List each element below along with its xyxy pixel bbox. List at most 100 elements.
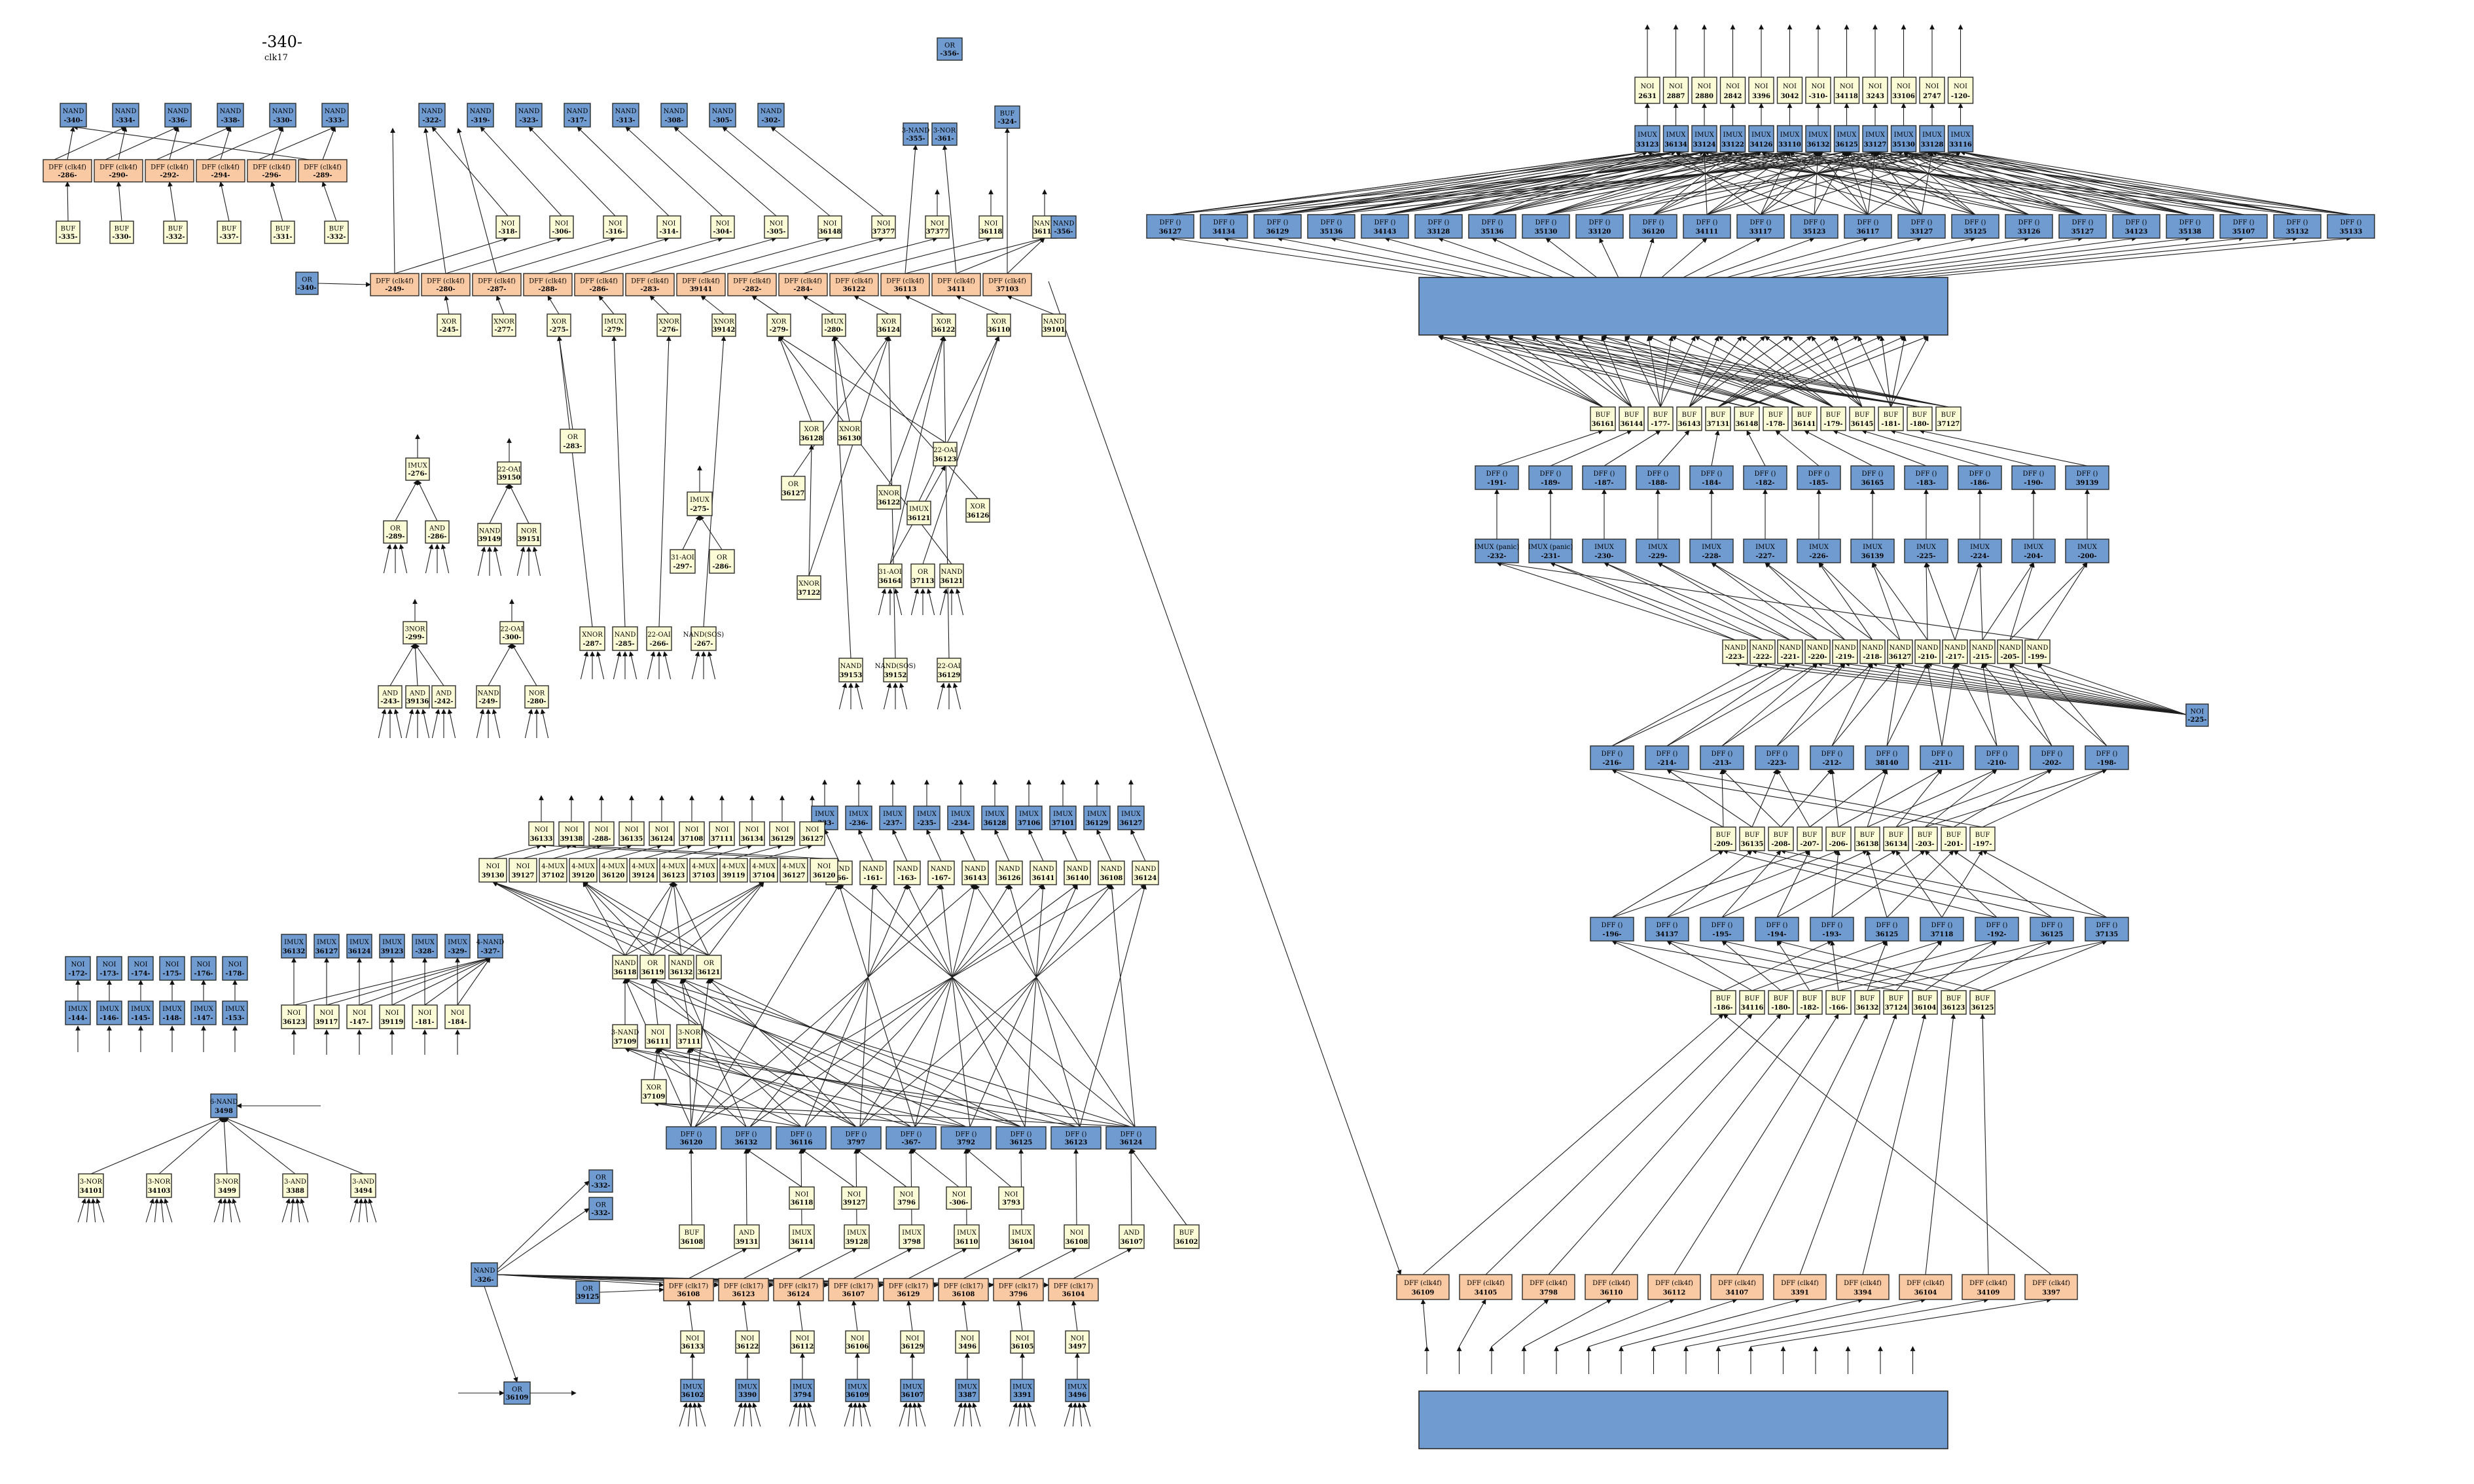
wire bbox=[1750, 1298, 2052, 1347]
wire bbox=[960, 829, 976, 862]
gate-type: NAND bbox=[518, 108, 540, 115]
gate-box bbox=[588, 821, 615, 846]
gate-box bbox=[346, 934, 372, 959]
gate-type: DFF (clk4f) bbox=[1530, 1280, 1568, 1287]
wire bbox=[962, 1402, 968, 1427]
gate-nand-205: NAND-205- bbox=[1997, 639, 2023, 664]
gate-id: 3796 bbox=[1009, 1291, 1028, 1298]
gate-id: -361- bbox=[935, 135, 954, 143]
gate-box bbox=[1907, 406, 1933, 431]
gate-id: 36102 bbox=[1175, 1239, 1198, 1246]
gate-type: DFF (clk4f) bbox=[1718, 1280, 1756, 1287]
wire bbox=[358, 1198, 364, 1223]
gate-nand-330: NAND-330- bbox=[269, 103, 296, 128]
gate-type: XOR bbox=[772, 318, 787, 325]
gate-box bbox=[1805, 77, 1831, 104]
gate-id: -336- bbox=[168, 117, 187, 124]
gate-dff-213: DFF ()-213- bbox=[1700, 745, 1744, 770]
wire bbox=[733, 844, 783, 859]
gate-type: DFF () bbox=[2096, 751, 2118, 758]
gate-box bbox=[1253, 214, 1302, 239]
gate-id: -148- bbox=[162, 1015, 181, 1022]
wire bbox=[1760, 150, 1962, 215]
gate-id: -176- bbox=[194, 970, 213, 978]
wire bbox=[270, 181, 283, 222]
gate-id: 36164 bbox=[879, 578, 902, 585]
gate-buf-180: BUF-180- bbox=[1768, 990, 1794, 1015]
gate-type: IMUX bbox=[131, 1006, 151, 1013]
gate-id: -224- bbox=[1970, 553, 1989, 560]
wire bbox=[207, 126, 283, 160]
gate-box bbox=[1797, 826, 1823, 851]
wire bbox=[743, 1248, 802, 1279]
gate-type: DFF (clk4f) bbox=[1781, 1280, 1819, 1287]
gate-type: 4-MUX bbox=[722, 863, 745, 870]
gate-box bbox=[955, 1330, 980, 1354]
gate-id: -215- bbox=[1973, 654, 1992, 661]
gate-type: NAND bbox=[965, 866, 986, 873]
gate-id: 36102 bbox=[681, 1392, 704, 1399]
wire bbox=[598, 295, 615, 315]
gate-id: 34137 bbox=[1656, 931, 1679, 938]
wire bbox=[1748, 236, 1922, 278]
gate-id: 3387 bbox=[958, 1392, 977, 1399]
gate-box bbox=[1739, 826, 1765, 851]
gate-box bbox=[1862, 77, 1888, 104]
wire bbox=[1331, 150, 1677, 215]
gate-id: 39149 bbox=[478, 536, 501, 543]
wire bbox=[804, 884, 908, 1127]
gate-id: -308- bbox=[664, 117, 683, 124]
wire bbox=[580, 651, 589, 680]
gate-dff-36117: DFF ()36117 bbox=[1844, 214, 1892, 239]
wire bbox=[1384, 150, 1876, 215]
wire bbox=[1130, 829, 1146, 862]
gate-box bbox=[431, 685, 456, 709]
gate-type: BUF bbox=[1716, 832, 1731, 839]
gate-box bbox=[477, 934, 503, 959]
gate-box bbox=[1459, 1274, 1513, 1300]
gate-type: IMUX bbox=[415, 939, 435, 946]
gate-box bbox=[718, 1278, 769, 1301]
gate-id: -166- bbox=[1829, 1004, 1848, 1012]
wire bbox=[914, 884, 1112, 1127]
gate-id: 36134 bbox=[1664, 141, 1687, 149]
gate-id: -279- bbox=[769, 327, 788, 334]
wire bbox=[1718, 1298, 1989, 1347]
gate-box bbox=[1862, 125, 1888, 152]
wire bbox=[1727, 237, 1869, 278]
gate-id: -332- bbox=[327, 234, 346, 241]
gate-id: -267- bbox=[694, 641, 713, 648]
gate-type: IMUX bbox=[225, 1006, 245, 1013]
gate-box bbox=[1683, 214, 1731, 239]
gate-type: 3NOR bbox=[405, 626, 425, 633]
wire bbox=[1548, 1014, 1782, 1275]
gate-id: -266- bbox=[649, 641, 668, 648]
gate-box bbox=[282, 1173, 308, 1198]
gate-box bbox=[1049, 805, 1077, 830]
gate-id: -180- bbox=[1771, 1004, 1790, 1012]
wire bbox=[1277, 150, 1705, 215]
gate-type: BUF bbox=[1797, 412, 1812, 419]
gate-id: 36120 bbox=[1642, 228, 1665, 236]
wire bbox=[1789, 150, 2191, 215]
gate-box bbox=[503, 1381, 531, 1405]
gate-box bbox=[109, 221, 134, 244]
wire bbox=[480, 126, 562, 217]
gate-buf-332: BUF-332- bbox=[324, 221, 349, 244]
gate-nand-333: NAND-333- bbox=[321, 103, 349, 128]
wire bbox=[653, 1101, 1132, 1127]
gate-type: DFF () bbox=[1213, 219, 1235, 226]
gate-box bbox=[666, 1126, 717, 1150]
wire bbox=[1170, 150, 1677, 215]
gate-box bbox=[1969, 826, 1996, 851]
gate-box bbox=[1119, 1224, 1145, 1249]
wire bbox=[1829, 769, 1839, 828]
gate-type: BUF bbox=[1768, 412, 1784, 419]
gate-box bbox=[1920, 745, 1964, 770]
